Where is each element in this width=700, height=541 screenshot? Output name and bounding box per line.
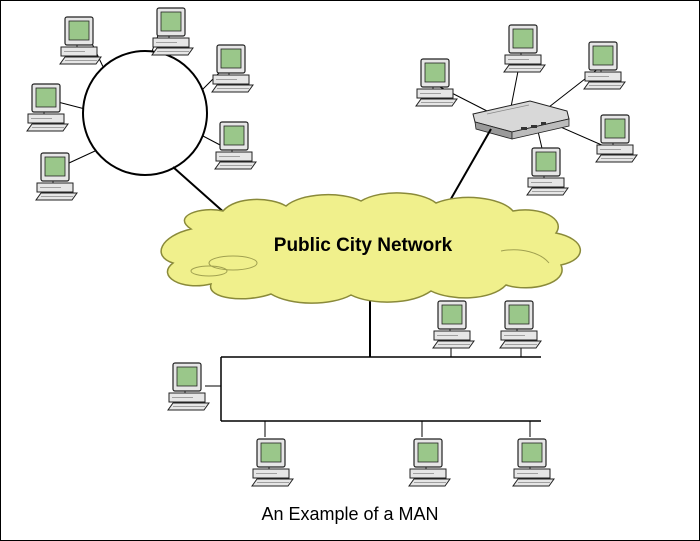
workstation-star-4 [595, 114, 638, 163]
workstation-ring-3 [211, 44, 254, 93]
workstation-bus-4 [251, 438, 294, 487]
network-switch-icon [472, 100, 570, 140]
workstation-ring-4 [26, 83, 69, 132]
cloud-label: Public City Network [273, 235, 453, 256]
public-city-network-cloud [160, 192, 582, 304]
workstation-bus-5 [408, 438, 451, 487]
workstation-bus-2 [499, 300, 542, 349]
workstation-ring-2 [151, 7, 194, 56]
workstation-bus-6 [512, 438, 555, 487]
workstation-bus-1 [432, 300, 475, 349]
workstation-star-3 [415, 58, 458, 107]
ring-network-circle [82, 50, 208, 176]
workstation-ring-1 [59, 16, 102, 65]
diagram-caption: An Example of a MAN [261, 504, 439, 524]
bus-network [205, 340, 541, 437]
workstation-bus-3 [167, 362, 210, 411]
ring-network [26, 7, 257, 201]
star-network [415, 24, 638, 196]
workstation-star-5 [526, 147, 569, 196]
workstation-ring-5 [214, 121, 257, 170]
workstation-star-2 [583, 41, 626, 90]
workstation-star-1 [503, 24, 546, 73]
workstation-ring-6 [35, 152, 78, 201]
backbone-links [172, 128, 492, 357]
